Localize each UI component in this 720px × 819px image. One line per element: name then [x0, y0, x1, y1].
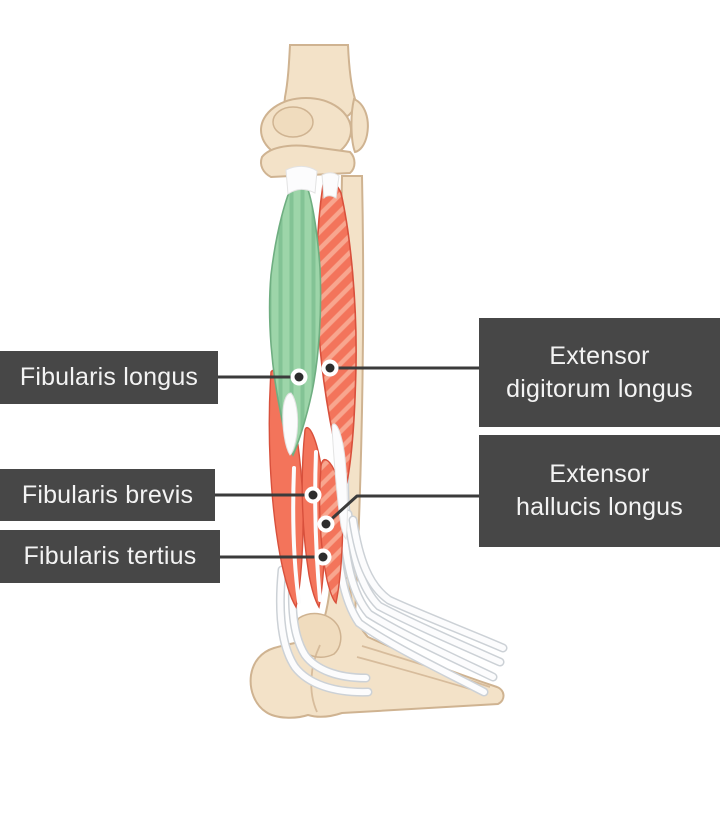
- leader-dot-fibularis-longus: [290, 368, 308, 386]
- fibularis-longus-muscle: [268, 177, 322, 457]
- label-fibularis-tertius-text: Fibularis tertius: [23, 542, 197, 570]
- label-ehl-line2: hallucis longus: [516, 493, 683, 521]
- crescent-bone: [350, 97, 369, 154]
- toe-tendon-4: [350, 517, 506, 651]
- label-fibularis-longus-text: Fibularis longus: [19, 363, 199, 391]
- main-muscles-group: [268, 165, 357, 541]
- label-fibularis-brevis[interactable]: Fibularis brevis: [0, 469, 215, 521]
- label-edl-line1: Extensor: [549, 341, 650, 370]
- label-ehl-line1: Extensor: [549, 460, 650, 488]
- leader-dot-fibularis-brevis: [304, 486, 322, 504]
- label-fibularis-longus[interactable]: Fibularis longus: [0, 351, 218, 404]
- label-fibularis-tertius[interactable]: Fibularis tertius: [0, 530, 220, 583]
- leader-extensor-hallucis: [324, 494, 479, 526]
- toe-tendon-2: [339, 509, 496, 680]
- leader-dot-extensor-digitorum: [321, 359, 339, 377]
- fibularis-tendon: [277, 567, 371, 696]
- brevis-tendon-line: [291, 466, 301, 604]
- label-edl-line2: digitorum longus: [506, 374, 693, 403]
- leader-lines-group: [215, 359, 479, 566]
- label-fibularis-brevis-text: Fibularis brevis: [21, 480, 194, 509]
- edl-origin-tendon: [321, 172, 340, 200]
- longus-inner-tendon: [282, 392, 299, 456]
- knee-condyle-inner: [272, 106, 314, 138]
- edl-inner-tendon: [331, 423, 348, 541]
- tibia-plateau-bone: [260, 144, 356, 179]
- tertius-tendon-line: [313, 450, 322, 602]
- longus-origin-tendon: [285, 165, 318, 195]
- leader-dot-extensor-hallucis: [317, 515, 335, 533]
- label-extensor-digitorum-longus[interactable]: Extensor digitorum longus: [479, 318, 720, 427]
- leader-dot-fibularis-tertius: [314, 548, 332, 566]
- label-extensor-hallucis-longus[interactable]: Extensor hallucis longus: [479, 435, 720, 547]
- toe-tendon-3: [345, 511, 503, 665]
